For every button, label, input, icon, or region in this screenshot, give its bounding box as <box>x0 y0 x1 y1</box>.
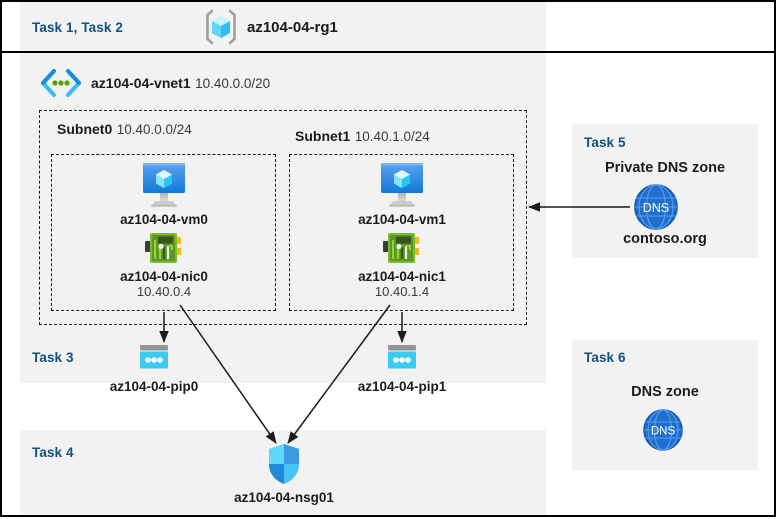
nic1-node: az104-04-nic1 10.40.1.4 <box>346 228 458 299</box>
virtual-machine-icon <box>138 160 190 210</box>
resource-group-body-panel <box>20 53 546 383</box>
network-interface-icon <box>380 228 424 268</box>
dns-zone-heading: DNS zone <box>631 384 699 400</box>
subnet1-name: Subnet1 <box>295 128 351 144</box>
public-ip-address-icon <box>383 343 421 375</box>
task1-task2-label: Task 1, Task 2 <box>32 20 123 35</box>
virtual-machine-icon <box>376 160 428 210</box>
public-ip-address-icon <box>135 343 173 375</box>
pip0-label: az104-04-pip0 <box>109 379 199 394</box>
vnet-header: az104-04-vnet1 10.40.0.0/20 <box>91 75 270 93</box>
subnet0-header: Subnet0 10.40.0.0/24 <box>57 121 192 139</box>
vnet-address-space: 10.40.0.0/20 <box>195 76 271 91</box>
task6-heading: DNS zone <box>572 383 758 401</box>
vm0-label: az104-04-vm0 <box>120 212 208 227</box>
nic0-label: az104-04-nic0 <box>120 269 208 284</box>
network-interface-icon <box>142 228 186 268</box>
resource-group-header-band <box>20 2 546 51</box>
vm1-node: az104-04-vm1 <box>346 160 458 227</box>
resource-group-icon <box>201 7 241 47</box>
task5-heading: Private DNS zone <box>572 159 758 177</box>
vm1-label: az104-04-vm1 <box>358 212 446 227</box>
vnet-subnets-container <box>39 110 527 325</box>
dns-icon-text: DNS <box>643 201 669 215</box>
nic1-ip: 10.40.1.4 <box>374 284 430 299</box>
virtual-network-icon <box>38 68 84 98</box>
subnet0-name: Subnet0 <box>57 121 113 137</box>
nic1-label: az104-04-nic1 <box>358 269 446 284</box>
subnet0-box <box>51 154 276 311</box>
dns-zone-icon: DNS <box>640 408 686 452</box>
task4-label: Task 4 <box>32 445 74 460</box>
pip0-node: az104-04-pip0 <box>98 343 210 394</box>
subnet0-prefix: 10.40.0.0/24 <box>116 122 192 137</box>
pip1-label: az104-04-pip1 <box>357 379 447 394</box>
resource-group-name: az104-04-rg1 <box>247 19 338 36</box>
private-dns-zone-heading: Private DNS zone <box>604 160 726 176</box>
dns-zone-icon: DNS <box>630 183 682 231</box>
network-security-group-icon <box>266 442 302 486</box>
vnet-name: az104-04-vnet1 <box>91 75 191 91</box>
subnet1-prefix: 10.40.1.0/24 <box>354 129 430 144</box>
subnet1-box <box>289 154 514 311</box>
resource-group-divider <box>2 51 774 53</box>
nsg-label: az104-04-nsg01 <box>234 490 334 505</box>
nic0-node: az104-04-nic0 10.40.0.4 <box>108 228 220 299</box>
private-dns-zone-name: contoso.org <box>623 231 707 247</box>
nsg-node: az104-04-nsg01 <box>228 442 340 505</box>
dns-icon-text: DNS <box>651 426 676 438</box>
nic0-ip: 10.40.0.4 <box>136 284 192 299</box>
task3-label: Task 3 <box>32 350 74 365</box>
task5-zone-name-wrap: contoso.org <box>572 230 758 248</box>
task6-label: Task 6 <box>584 350 626 365</box>
vm0-node: az104-04-vm0 <box>108 160 220 227</box>
subnet1-header: Subnet1 10.40.1.0/24 <box>295 128 430 146</box>
pip1-node: az104-04-pip1 <box>346 343 458 394</box>
task5-label: Task 5 <box>584 135 626 150</box>
